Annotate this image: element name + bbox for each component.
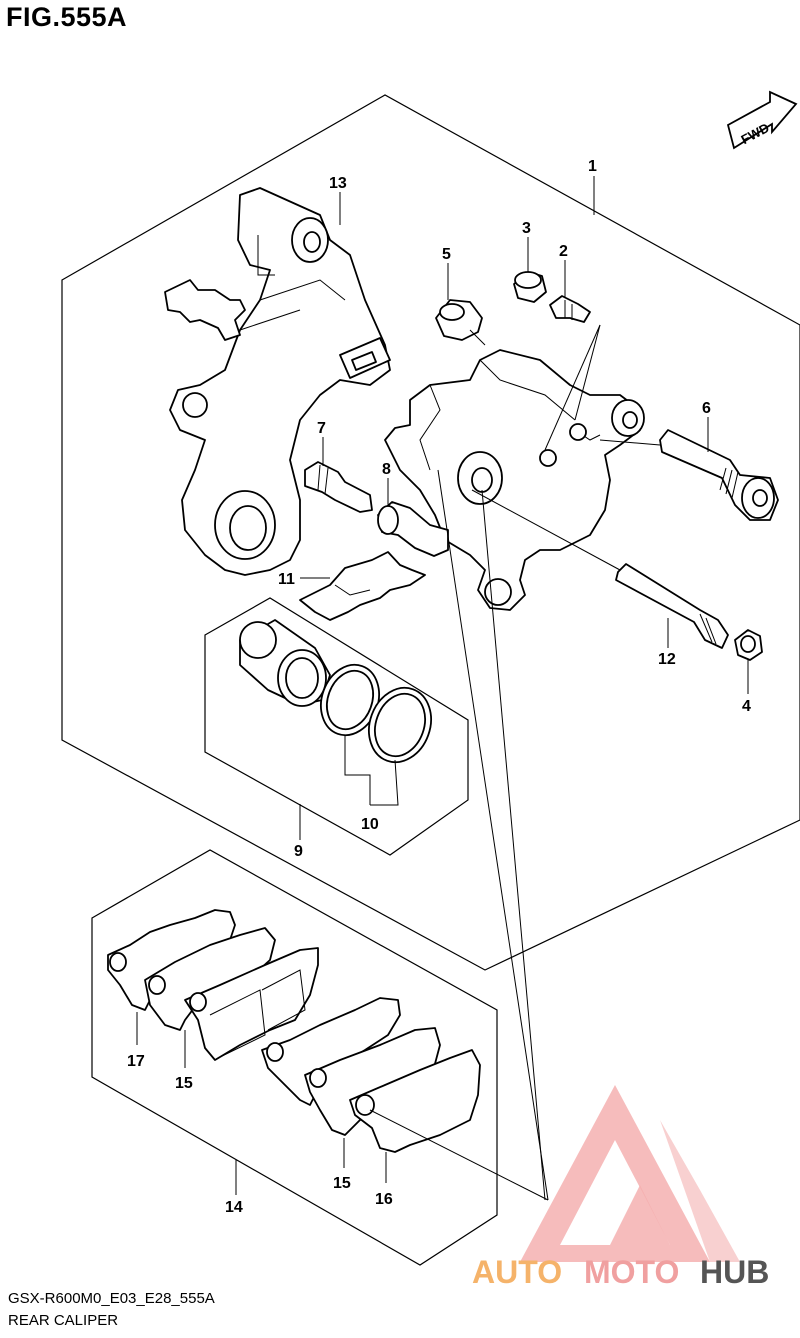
watermark-text-hub: HUB: [700, 1254, 769, 1290]
watermark-text-auto: AUTO: [472, 1254, 562, 1290]
bracket-clip-part: [164, 279, 246, 341]
caliper-body-part: [384, 349, 645, 611]
callout-3: 3: [522, 220, 531, 237]
bleeder-cap-part: [435, 299, 483, 341]
slide-pin-upper-part: [659, 429, 779, 521]
callout-13: 13: [329, 175, 347, 192]
model-code: GSX-R600M0_E03_E28_555A: [8, 1290, 215, 1307]
brake-pad-part-15-right: [261, 997, 401, 1106]
piston-part: [239, 619, 331, 707]
rubber-cap-part: [513, 271, 547, 303]
watermark-logo: AUTO MOTO HUB: [472, 1085, 769, 1290]
callout-14: 14: [225, 1199, 243, 1216]
figure-title: FIG.555A: [6, 2, 128, 32]
section-name: REAR CALIPER: [8, 1312, 119, 1329]
caliper-bracket-part: [169, 187, 391, 576]
watermark-text-moto: MOTO: [584, 1254, 679, 1290]
brake-pad-backing-right: [304, 1027, 441, 1136]
triangle-logo-icon: [520, 1085, 740, 1262]
callout-8: 8: [382, 461, 391, 478]
dust-seal-part: [368, 686, 432, 764]
pad-spring-part: [299, 551, 426, 621]
callout-4: 4: [742, 698, 751, 715]
callout-1: 1: [588, 158, 597, 175]
callout-15-left: 15: [175, 1075, 193, 1092]
callout-12: 12: [658, 651, 676, 668]
piston-kit-frame: [204, 597, 469, 856]
pin-part-7: [304, 461, 373, 513]
callout-11: 11: [278, 571, 295, 588]
bush-part: [734, 629, 763, 661]
forward-arrow-icon: FWD: [726, 90, 798, 150]
brake-pad-lining-left: [184, 947, 319, 1061]
callout-7: 7: [317, 420, 326, 437]
callout-15-right: 15: [333, 1175, 351, 1192]
caliper-assembly-frame: [61, 94, 800, 971]
callout-6: 6: [702, 400, 711, 417]
bleeder-valve-part: [549, 295, 591, 323]
pad-set-frame: [91, 849, 498, 1266]
callout-labels: 1 2 3 4 5 6 7 8 9 10 11 12 13 14 15 15 1…: [127, 158, 751, 1216]
leader-lines: [136, 176, 749, 1201]
callout-10: 10: [361, 816, 379, 833]
callout-5: 5: [442, 246, 451, 263]
pad-shim-part-16: [349, 1049, 481, 1153]
callout-9: 9: [294, 843, 303, 860]
callout-16: 16: [375, 1191, 393, 1208]
callout-17: 17: [127, 1053, 145, 1070]
slide-pin-lower-part: [615, 563, 729, 649]
boot-part: [377, 501, 449, 557]
callout-2: 2: [559, 243, 568, 260]
